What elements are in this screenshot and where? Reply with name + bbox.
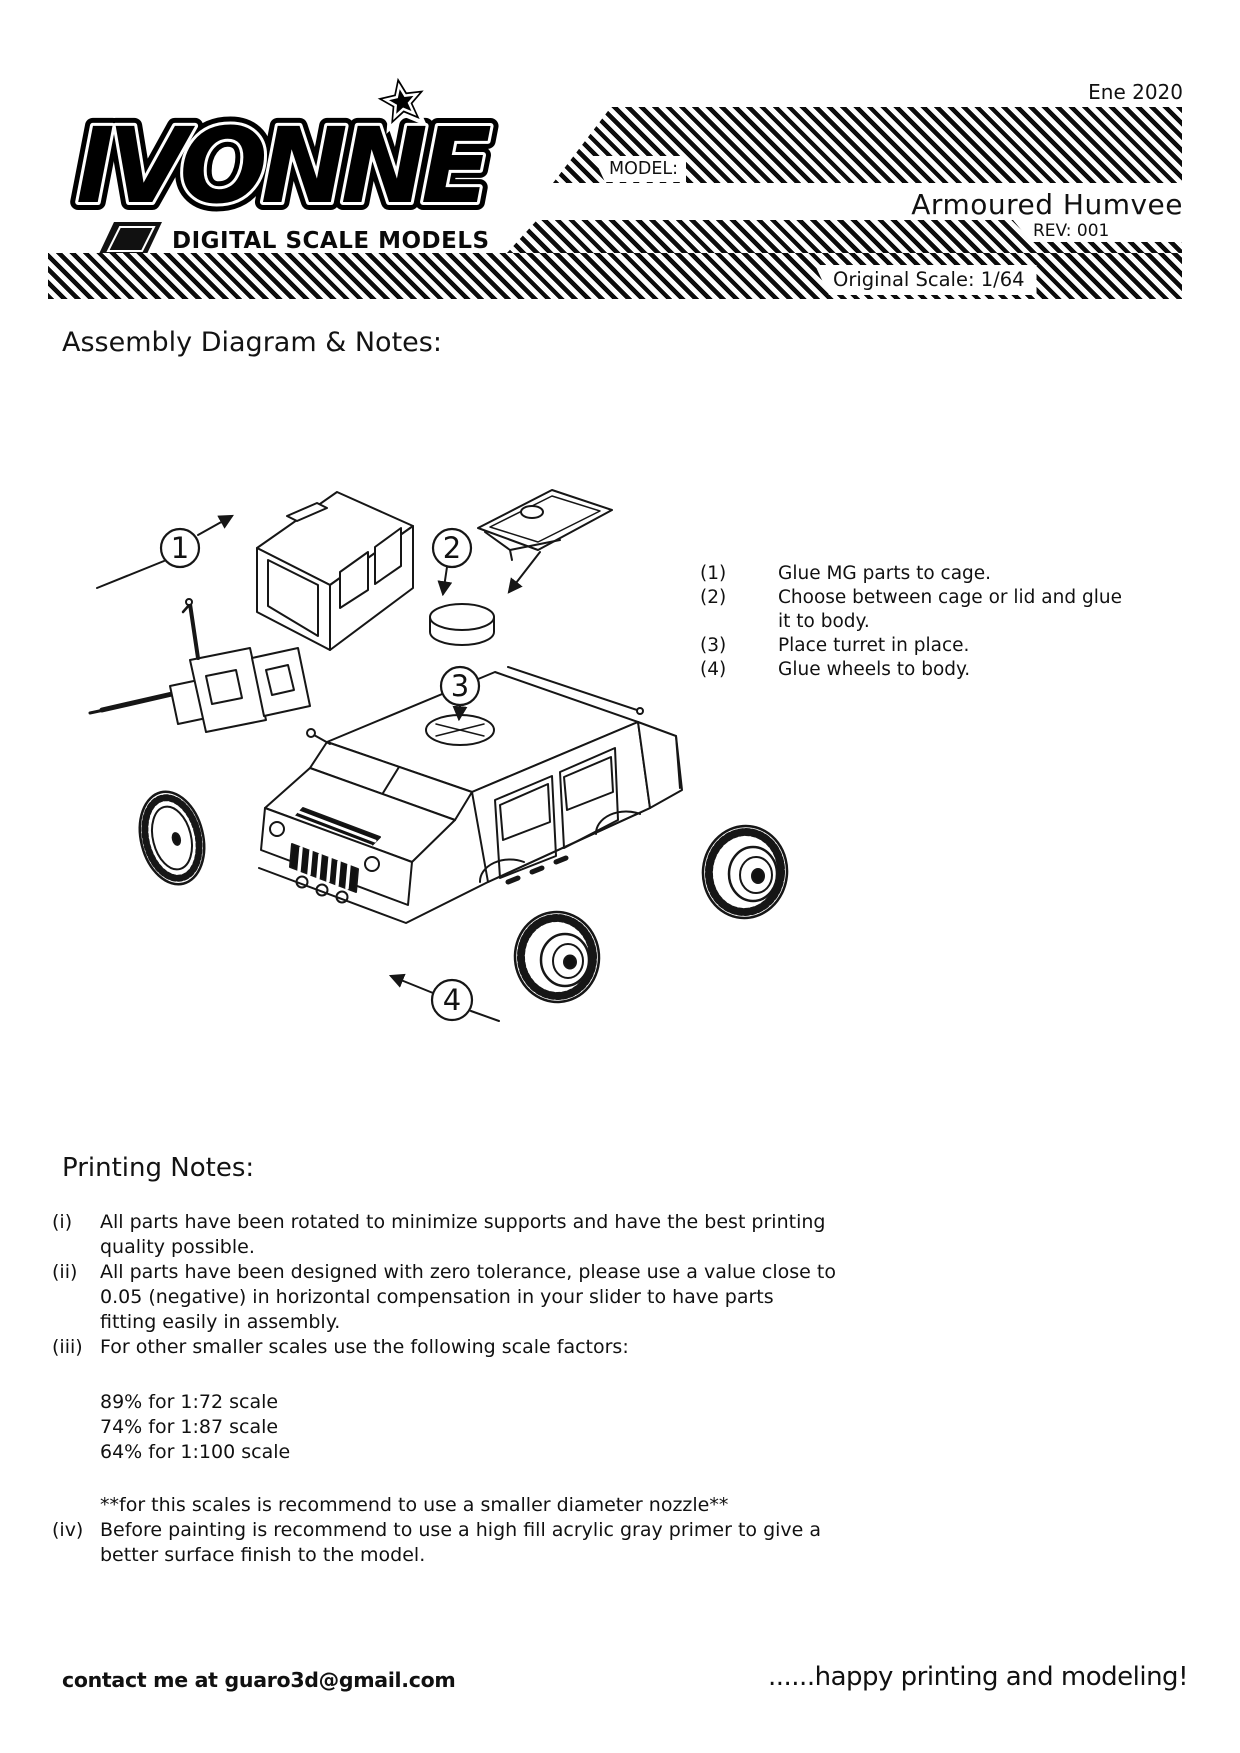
note-text: All parts have been designed with zero t… bbox=[100, 1261, 836, 1333]
note-label: (iii) bbox=[52, 1336, 83, 1358]
original-scale-label: Original Scale: 1/64 bbox=[815, 265, 1037, 295]
step-text: Choose between cage or lid and glue it t… bbox=[778, 587, 1122, 632]
ivonne-logo: IVONNE IVONNE DIGITAL SCALE MODELS bbox=[68, 67, 506, 256]
callout-4: 4 bbox=[430, 978, 474, 1022]
note-text: For other smaller scales use the followi… bbox=[100, 1336, 629, 1358]
hatch-band-top: MODEL: bbox=[553, 107, 1182, 183]
logo-wordmark-outline: IVONNE bbox=[76, 105, 491, 227]
model-label: MODEL: bbox=[593, 156, 687, 182]
note-label: (ii) bbox=[52, 1261, 78, 1283]
logo-subtitle: DIGITAL SCALE MODELS bbox=[172, 228, 490, 254]
printing-notes-list: (i) All parts have been rotated to minim… bbox=[52, 1210, 912, 1568]
lid-part bbox=[477, 489, 613, 561]
step-number: (2) bbox=[700, 587, 727, 608]
callout-arrows bbox=[96, 514, 541, 1022]
printing-note: (iii) For other smaller scales use the f… bbox=[52, 1335, 912, 1360]
turret-ring-part bbox=[429, 603, 495, 646]
assembly-step: (4) Glue wheels to body. bbox=[700, 658, 1140, 682]
date-text: Ene 2020 bbox=[1088, 80, 1183, 104]
step-text: Glue wheels to body. bbox=[778, 659, 971, 680]
rev-label: REV: 001 bbox=[1013, 220, 1183, 242]
step-number: (4) bbox=[700, 659, 727, 680]
printing-note-scale-factors: 89% for 1:72 scale 74% for 1:87 scale 64… bbox=[52, 1390, 912, 1465]
printing-note: (ii) All parts have been designed with z… bbox=[52, 1260, 912, 1335]
star-icon-inner bbox=[382, 82, 420, 120]
humvee-body bbox=[258, 666, 683, 924]
wheel-right bbox=[701, 824, 789, 920]
callout-1-number: 1 bbox=[171, 531, 189, 565]
printing-note-nozzle: **for this scales is recommend to use a … bbox=[52, 1493, 912, 1518]
model-name: Armoured Humvee bbox=[911, 188, 1183, 221]
logo-tail-inner bbox=[106, 226, 156, 252]
note-text: Before painting is recommend to use a hi… bbox=[100, 1519, 822, 1566]
callouts: 1 2 3 4 bbox=[159, 527, 481, 1022]
step-text: Place turret in place. bbox=[778, 635, 970, 656]
assembly-diagram: 1 2 3 4 bbox=[88, 489, 789, 1022]
wheel-bottom bbox=[513, 910, 601, 1004]
printing-note: (i) All parts have been rotated to minim… bbox=[52, 1210, 912, 1260]
printing-heading: Printing Notes: bbox=[62, 1153, 255, 1183]
logo-wordmark: IVONNE bbox=[76, 105, 491, 227]
note-text: 89% for 1:72 scale 74% for 1:87 scale 64… bbox=[100, 1391, 291, 1463]
note-text: **for this scales is recommend to use a … bbox=[100, 1494, 729, 1516]
assembly-step: (2) Choose between cage or lid and glue … bbox=[700, 586, 1140, 634]
assembly-step: (1) Glue MG parts to cage. bbox=[700, 562, 1140, 586]
step-number: (1) bbox=[700, 563, 727, 584]
callout-3-number: 3 bbox=[451, 669, 469, 703]
mg-part bbox=[88, 598, 311, 733]
note-label bbox=[52, 1390, 100, 1465]
note-label: (iv) bbox=[52, 1519, 84, 1541]
callout-2-number: 2 bbox=[443, 531, 461, 565]
callout-4-number: 4 bbox=[443, 983, 461, 1017]
callout-3: 3 bbox=[439, 665, 481, 707]
note-label bbox=[52, 1493, 100, 1518]
tagline-text: ......happy printing and modeling! bbox=[768, 1662, 1189, 1692]
note-label: (i) bbox=[52, 1211, 73, 1233]
assembly-heading: Assembly Diagram & Notes: bbox=[62, 327, 442, 358]
logo-tail-shape bbox=[98, 222, 162, 256]
wheel-left bbox=[138, 790, 206, 886]
printing-note: (iv) Before painting is recommend to use… bbox=[52, 1518, 912, 1568]
contact-text: contact me at guaro3d@gmail.com bbox=[62, 1668, 456, 1692]
assembly-steps-list: (1) Glue MG parts to cage. (2) Choose be… bbox=[700, 562, 1140, 682]
assembly-step: (3) Place turret in place. bbox=[700, 634, 1140, 658]
step-number: (3) bbox=[700, 635, 727, 656]
callout-1: 1 bbox=[159, 527, 201, 569]
note-text: All parts have been rotated to minimize … bbox=[100, 1211, 826, 1258]
cage-part bbox=[256, 491, 414, 651]
callout-2: 2 bbox=[431, 527, 473, 569]
step-text: Glue MG parts to cage. bbox=[778, 563, 992, 584]
